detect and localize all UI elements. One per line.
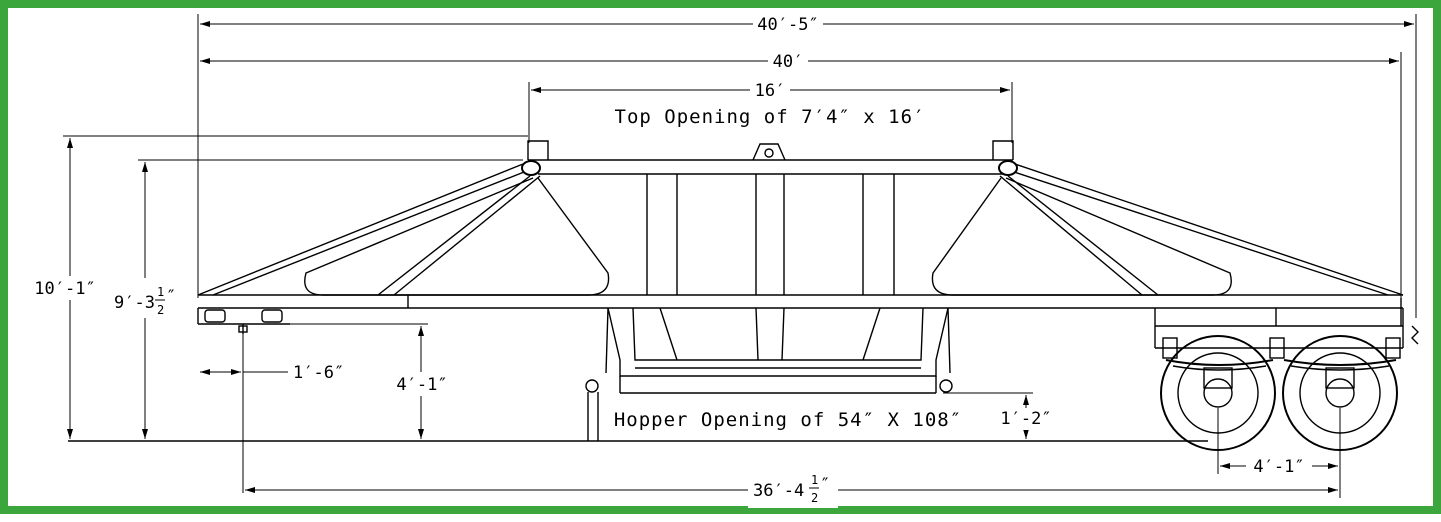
body-length-label: 40′ bbox=[773, 52, 804, 72]
top-opening-label: Top Opening of 7′4″ x 16′ bbox=[615, 106, 926, 128]
overall-height-label: 10′-1″ bbox=[34, 279, 95, 299]
trailer-body bbox=[197, 140, 1419, 441]
dim-body-length: 40′ bbox=[200, 51, 1402, 298]
dim-axle-spread: 4′-1″ bbox=[1217, 408, 1341, 498]
deck-height-label: 4′-1″ bbox=[396, 375, 447, 395]
overall-length-label: 40′-5″ bbox=[757, 15, 818, 35]
hopper-clearance-label: 1′-2″ bbox=[1000, 409, 1051, 429]
body-height-label: 9′-3 bbox=[114, 293, 155, 313]
body-height-frac-num: 1 bbox=[157, 285, 164, 299]
kingpin-setback-label: 1′-6″ bbox=[293, 363, 344, 383]
dim-top-span: 16′ bbox=[528, 80, 1013, 143]
dim-hopper-clearance: 1′-2″ bbox=[943, 392, 1059, 439]
rear-tandem-wheels bbox=[1160, 335, 1398, 451]
body-height-suffix: ″ bbox=[166, 287, 176, 307]
trailer-drawing: 40′-5″ 40′ 16′ Top Opening of 7′4″ x 16′ bbox=[28, 14, 1419, 508]
body-height-frac-den: 2 bbox=[157, 303, 164, 317]
dim-kingpin-to-axle: 36′-4 1 2 ″ bbox=[245, 473, 1338, 508]
dim-overall-length: 40′-5″ bbox=[197, 14, 1417, 318]
kingpin-to-axle-frac-num: 1 bbox=[811, 473, 818, 487]
axle-spread-label: 4′-1″ bbox=[1253, 457, 1304, 477]
hopper-opening-label: Hopper Opening of 54″ X 108″ bbox=[614, 409, 962, 431]
top-span-label: 16′ bbox=[755, 81, 786, 101]
dim-overall-height: 10′-1″ bbox=[28, 135, 528, 439]
dim-body-height: 9′-3 1 2 ″ bbox=[110, 159, 523, 439]
dim-kingpin-setback: 1′-6″ bbox=[200, 334, 344, 493]
kingpin-to-axle-suffix: ″ bbox=[820, 475, 830, 495]
dim-deck-height: 4′-1″ bbox=[290, 323, 456, 439]
kingpin-to-axle-frac-den: 2 bbox=[811, 491, 818, 505]
kingpin-to-axle-label: 36′-4 bbox=[753, 481, 804, 501]
